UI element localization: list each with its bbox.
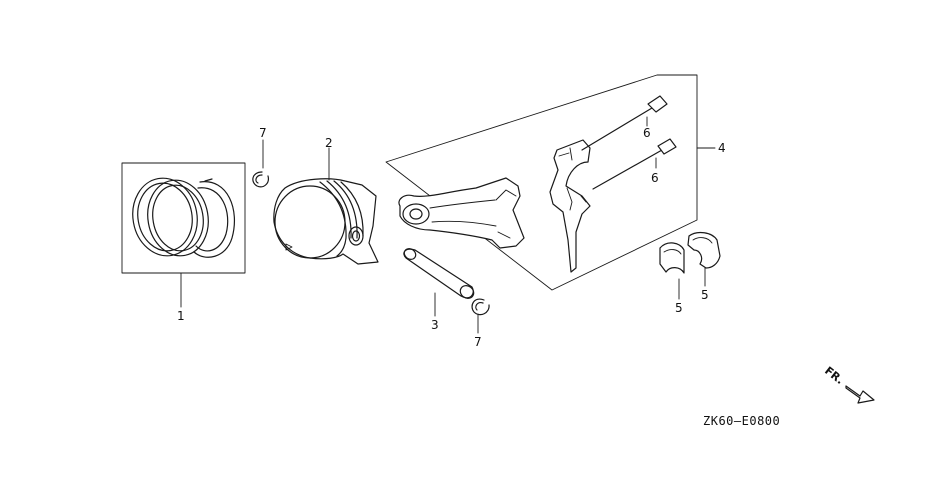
piston-pin-clip-lower xyxy=(471,298,490,334)
bearing-lower xyxy=(687,231,721,287)
bearing-upper xyxy=(659,242,685,300)
callout-7-upper: 7 xyxy=(259,126,267,140)
rod-bolt-upper xyxy=(581,95,668,151)
callout-5-lower: 5 xyxy=(701,288,709,302)
callout-2: 2 xyxy=(325,136,333,150)
callout-3: 3 xyxy=(431,318,439,332)
piston-pin xyxy=(403,248,475,317)
callout-4: 4 xyxy=(718,141,726,155)
front-label: FR. xyxy=(822,364,846,387)
callout-7-lower: 7 xyxy=(474,335,482,349)
piston-ring-set xyxy=(121,162,246,308)
piston xyxy=(273,147,379,265)
callout-5-upper: 5 xyxy=(675,301,683,315)
callout-1: 1 xyxy=(177,309,185,323)
callout-6-lower: 6 xyxy=(651,171,659,185)
piston-ring-frame xyxy=(121,162,246,274)
piston-pin-clip-upper xyxy=(252,139,269,188)
drawing-code: ZK60—E0800 xyxy=(703,414,780,428)
connecting-rod-frame xyxy=(385,74,698,291)
connecting-rod-assembly xyxy=(385,74,716,291)
front-arrow-icon xyxy=(845,385,875,404)
front-direction-indicator: FR. xyxy=(822,364,875,404)
callout-6-upper: 6 xyxy=(643,126,651,140)
rod-bolt-lower xyxy=(592,138,677,190)
